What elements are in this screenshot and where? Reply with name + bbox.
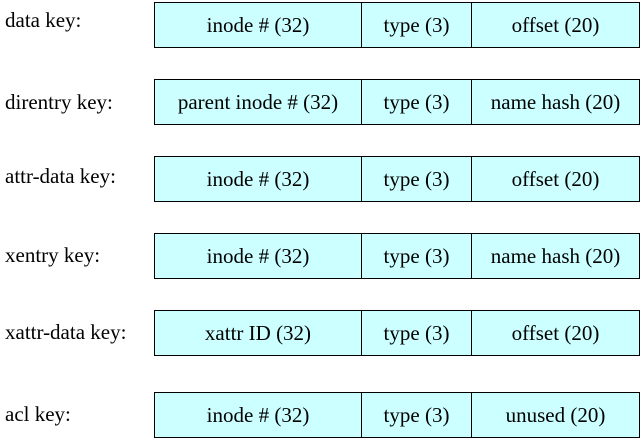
key-label: direntry key: [5,90,113,114]
key-label: attr-data key: [5,164,116,188]
key-fields: inode # (32) type (3) unused (20) [154,392,640,438]
field-box: type (3) [362,80,472,124]
field-box: name hash (20) [490,243,621,268]
key-label: xattr-data key: [5,320,127,344]
key-label: xentry key: [5,243,101,267]
field-box: inode # (32) [155,393,362,437]
key-fields: inode # (32) type (3) offset (20) [154,156,640,202]
field-box: name hash (20) [490,89,621,114]
key-fields: parent inode # (32) type (3) name hash (… [154,79,640,125]
field-box: offset (20) [511,12,600,37]
field-box: type (3) [362,393,472,437]
field-box: type (3) [362,3,472,47]
field-box: parent inode # (32) [155,80,362,124]
field-box: unused (20) [505,402,606,427]
field-box: type (3) [362,157,472,201]
xentry-key-row: xentry key: inode # (32) type (3) name h… [0,233,641,279]
key-label: data key: [5,8,82,32]
acl-key-row: acl key: inode # (32) type (3) unused (2… [0,392,641,438]
key-fields: inode # (32) type (3) offset (20) [154,2,640,48]
xattr-data-key-row: xattr-data key: xattr ID (32) type (3) o… [0,310,641,356]
field-box: offset (20) [511,320,600,345]
field-box: offset (20) [511,166,600,191]
field-box: inode # (32) [155,157,362,201]
key-fields: xattr ID (32) type (3) offset (20) [154,310,640,356]
key-label: acl key: [5,402,71,426]
field-box: xattr ID (32) [155,311,362,355]
direntry-key-row: direntry key: parent inode # (32) type (… [0,79,641,125]
field-box: type (3) [362,234,472,278]
key-fields: inode # (32) type (3) name hash (20) [154,233,640,279]
field-box: inode # (32) [155,3,362,47]
attr-data-key-row: attr-data key: inode # (32) type (3) off… [0,156,641,202]
field-box: type (3) [362,311,472,355]
data-key-row: data key: inode # (32) type (3) offset (… [0,2,641,48]
field-box: inode # (32) [155,234,362,278]
